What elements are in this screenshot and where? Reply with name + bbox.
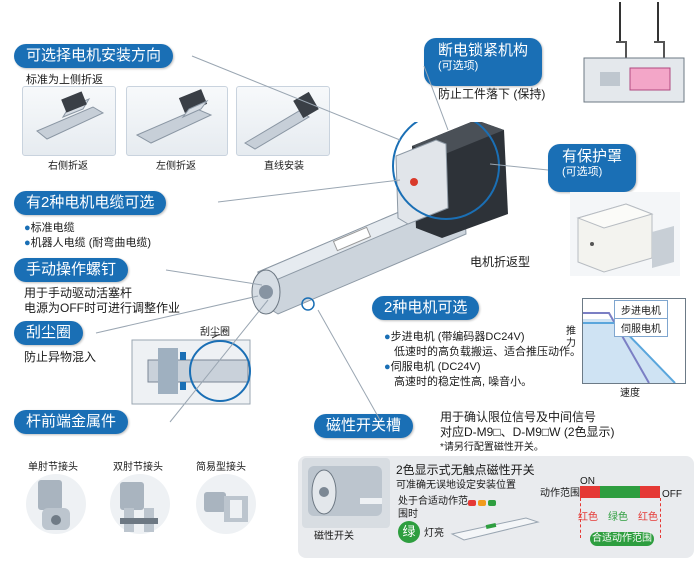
red-color-right: 红色 bbox=[638, 512, 658, 523]
cable-label: 有2种电机电缆可选 bbox=[14, 191, 167, 215]
lit-text: 灯亮 bbox=[424, 528, 444, 539]
servo-area bbox=[583, 319, 675, 383]
right-fold-caption: 右侧折返 bbox=[48, 161, 88, 172]
brake-label: 断电锁紧机构(可选项) bbox=[424, 38, 543, 86]
motor-inline-image bbox=[236, 86, 330, 156]
cover-image bbox=[570, 192, 680, 276]
stepper-curve bbox=[583, 312, 650, 384]
scraper-callout: 刮尘圈 bbox=[200, 327, 230, 338]
motor-fold-caption: 电机折返型 bbox=[470, 255, 531, 269]
range-bar-green bbox=[600, 486, 640, 498]
motor-left-fold-image bbox=[126, 86, 228, 156]
green-color: 绿色 bbox=[608, 512, 628, 523]
two-color-sub: 可准确无误地设定安装位置 bbox=[396, 480, 516, 491]
mount-direction-label: 可选择电机安装方向 bbox=[14, 44, 174, 68]
brake-desc: 防止工件落下 (保持) bbox=[438, 87, 546, 101]
cable-item-robot: ●机器人电缆 (耐弯曲电缆) bbox=[24, 237, 152, 249]
proper-range-badge: 合适动作范围 bbox=[590, 532, 654, 546]
inline-caption: 直线安装 bbox=[264, 161, 304, 172]
manual-desc-1: 用于手动驱动活塞杆 bbox=[24, 286, 133, 300]
switch-desc-2: 对应D-M9□、D-M9□W (2色显示) bbox=[440, 425, 615, 439]
scraper-desc: 防止异物混入 bbox=[24, 350, 97, 364]
rod-end-label: 杆前端金属件 bbox=[14, 410, 129, 434]
manual-desc-2: 电源为OFF时可进行调整作业 bbox=[24, 301, 180, 315]
green-badge: 绿 bbox=[398, 521, 420, 543]
brake-image bbox=[570, 2, 690, 114]
led-green-icon bbox=[488, 500, 496, 506]
chart-x-label: 速度 bbox=[620, 388, 640, 399]
led-orange-icon bbox=[478, 500, 486, 506]
switch-desc-1: 用于确认限位信号及中间信号 bbox=[440, 410, 597, 424]
legend-servo: 伺服电机 bbox=[614, 318, 668, 337]
off-label: OFF bbox=[662, 489, 682, 500]
single-knuckle-image bbox=[12, 470, 94, 542]
range-bar-red-right bbox=[640, 486, 660, 498]
cable-item-standard: ●标准电缆 bbox=[24, 222, 75, 234]
two-color-title: 2色显示式无触点磁性开关 bbox=[396, 463, 535, 477]
led-red-icon bbox=[468, 500, 476, 506]
motor-types-label: 2种电机可选 bbox=[372, 296, 480, 320]
motor-right-fold-image bbox=[22, 86, 116, 156]
double-knuckle-image bbox=[98, 470, 180, 542]
manual-screw-label: 手动操作螺钉 bbox=[14, 258, 129, 282]
chart-y-label: 推力 bbox=[566, 326, 576, 349]
stepper-motor-desc: 低速时的高负载搬运、适合推压动作。 bbox=[394, 346, 581, 358]
double-knuckle-caption: 双肘节接头 bbox=[113, 462, 163, 473]
switch-sensor-image bbox=[448, 514, 546, 544]
on-label: ON bbox=[580, 476, 595, 487]
stepper-motor-item: ●步进电机 (带编码器DC24V) bbox=[384, 331, 525, 343]
red-color-left: 红色 bbox=[578, 512, 598, 523]
servo-motor-desc: 高速时的稳定性高, 噪音小。 bbox=[394, 376, 533, 388]
range-note-2: 围时 bbox=[398, 509, 418, 520]
servo-motor-item: ●伺服电机 (DC24V) bbox=[384, 361, 481, 373]
magnetic-switch-caption: 磁性开关 bbox=[314, 531, 354, 542]
switch-slot-label: 磁性开关槽 bbox=[314, 414, 414, 438]
range-divider-right bbox=[660, 498, 661, 538]
simple-joint-caption: 简易型接头 bbox=[196, 462, 246, 473]
switch-closeup-image bbox=[302, 458, 390, 528]
cover-label: 有保护罩(可选项) bbox=[548, 144, 637, 192]
scraper-section-image bbox=[128, 329, 254, 410]
single-knuckle-caption: 单肘节接头 bbox=[28, 462, 78, 473]
range-label: 动作范围 bbox=[540, 488, 580, 499]
range-note-1: 处于合适动作范 bbox=[398, 496, 468, 507]
left-fold-caption: 左侧折返 bbox=[156, 161, 196, 172]
range-divider-left bbox=[580, 498, 581, 538]
range-bar-red-left bbox=[580, 486, 600, 498]
scraper-label: 刮尘圈 bbox=[14, 321, 84, 345]
simple-joint-image bbox=[184, 470, 266, 542]
mount-note: 标准为上侧折返 bbox=[26, 74, 103, 86]
switch-note: *请另行配置磁性开关。 bbox=[440, 442, 544, 453]
